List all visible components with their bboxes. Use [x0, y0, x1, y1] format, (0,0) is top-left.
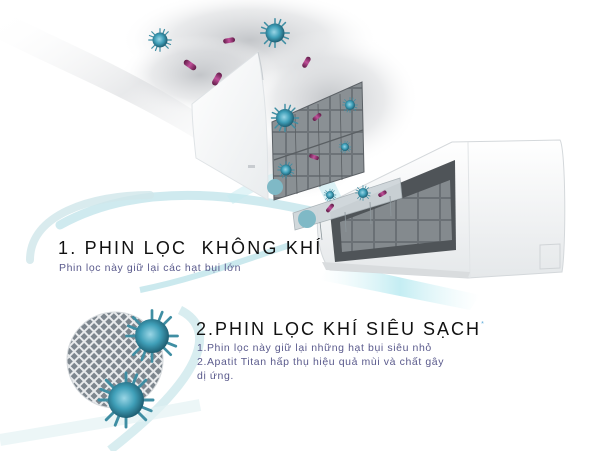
feature-2-description: 1.Phin lọc này giữ lại những hạt bụi siê…: [197, 341, 444, 383]
brand-logo: [248, 165, 255, 168]
feature-2-line-2: 2.Apatit Titan hấp thụ hiệu quả mùi và c…: [197, 356, 445, 368]
virus-icon: [338, 140, 352, 154]
virus-icon: [259, 17, 291, 49]
feature-2-line-1: 1.Phin lọc này giữ lại những hạt bụi siê…: [197, 342, 432, 354]
connector-dot: [298, 210, 316, 228]
virus-icon: [97, 371, 155, 429]
virus-icon: [125, 309, 179, 363]
bacteria-icon: [183, 37, 387, 213]
virus-icon: [277, 161, 295, 179]
virus-icon: [355, 185, 371, 201]
feature-1-description: Phin lọc này giữ lại các hạt bụi lớn: [59, 262, 242, 274]
virus-icon: [323, 188, 337, 202]
virus-icon: [342, 97, 358, 113]
front-panel: [191, 51, 269, 201]
feature-2-line-3: dị ứng.: [197, 370, 234, 382]
footnote-mark: *: [481, 321, 484, 328]
feature-2-title: 2.PHIN LỌC KHÍ SIÊU SẠCH*: [196, 319, 484, 340]
virus-icon: [270, 103, 300, 133]
virus-icon: [148, 28, 172, 52]
air-conditioner-unit: [292, 139, 566, 279]
feature-2-title-text: 2.PHIN LỌC KHÍ SIÊU SẠCH: [196, 319, 482, 339]
connector-dot: [267, 179, 283, 195]
feature-1-title: 1. PHIN LỌC KHÔNG KHÍ: [58, 238, 323, 258]
